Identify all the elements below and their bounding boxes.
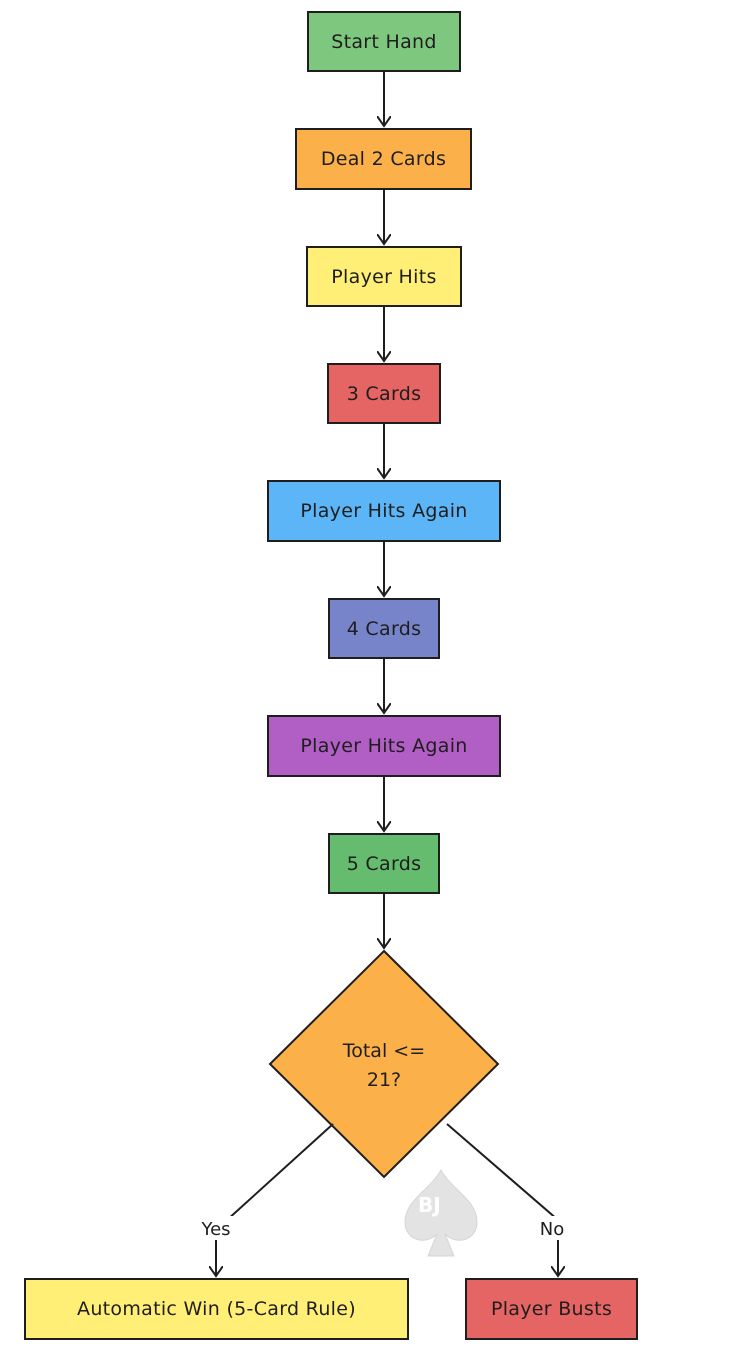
node-player-busts: Player Busts [465, 1278, 638, 1340]
node-label: Automatic Win (5-Card Rule) [77, 1298, 356, 1320]
node-label: Player Busts [490, 1298, 613, 1320]
node-5-cards: 5 Cards [328, 833, 440, 894]
decision-label-line2: 21? [367, 1069, 401, 1091]
node-player-hits-again-1: Player Hits Again [267, 480, 501, 542]
node-3-cards: 3 Cards [327, 363, 441, 424]
node-deal-2-cards: Deal 2 Cards [295, 128, 472, 190]
node-label: Start Hand [331, 30, 437, 53]
yes-label-bg [194, 1216, 238, 1240]
yes-label: Yes [200, 1219, 230, 1240]
no-label-bg [538, 1216, 578, 1240]
no-label: No [540, 1219, 564, 1240]
node-4-cards: 4 Cards [328, 598, 440, 659]
node-start-hand: Start Hand [307, 11, 461, 72]
node-automatic-win: Automatic Win (5-Card Rule) [24, 1278, 409, 1340]
node-label: 4 Cards [346, 617, 422, 640]
node-label: Player Hits Again [300, 500, 468, 522]
arrow-yes-branch [216, 1123, 334, 1276]
watermark-text: BJ [418, 1193, 441, 1217]
node-label: 5 Cards [346, 852, 422, 875]
node-label: 3 Cards [346, 382, 422, 405]
node-player-hits: Player Hits [306, 246, 462, 307]
node-label: Player Hits [331, 265, 437, 288]
decision-label-line1: Total <= [342, 1040, 425, 1062]
watermark-spade-icon: BJ [404, 1168, 478, 1257]
node-label: Deal 2 Cards [320, 148, 447, 170]
node-label: Player Hits Again [300, 735, 468, 757]
node-player-hits-again-2: Player Hits Again [267, 715, 501, 777]
decision-diamond [268, 949, 500, 1179]
